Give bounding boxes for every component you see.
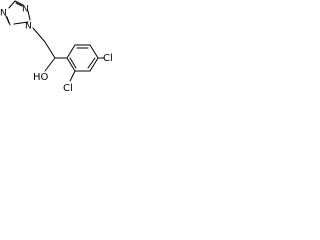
hydroxyl-label: HO <box>33 72 49 83</box>
bond <box>66 44 76 59</box>
linker-chain <box>32 27 68 72</box>
bond <box>13 21 29 25</box>
chloro-para-label: Cl <box>103 53 113 64</box>
bond <box>5 15 10 24</box>
bond <box>44 41 56 59</box>
triazole-n-link-label: N <box>25 22 32 32</box>
bond <box>87 57 96 69</box>
chloro-ortho-label: Cl <box>63 83 73 94</box>
bond <box>44 57 56 72</box>
substituent-bonds <box>69 57 105 82</box>
triazole-ring <box>5 0 31 26</box>
bond <box>89 44 99 59</box>
bond <box>15 2 23 7</box>
bond <box>8 0 16 9</box>
triazole-n-top-label: N <box>22 5 29 15</box>
phenyl-ring <box>66 44 99 72</box>
molecule-structure: N N N HO Cl Cl <box>0 0 113 94</box>
bond <box>69 70 76 82</box>
bond <box>32 27 46 43</box>
bond <box>66 57 76 72</box>
bond <box>27 10 31 21</box>
bond <box>69 57 77 69</box>
bond <box>14 0 24 6</box>
triazole-n-mid-label: N <box>0 9 7 19</box>
bond <box>89 57 99 72</box>
